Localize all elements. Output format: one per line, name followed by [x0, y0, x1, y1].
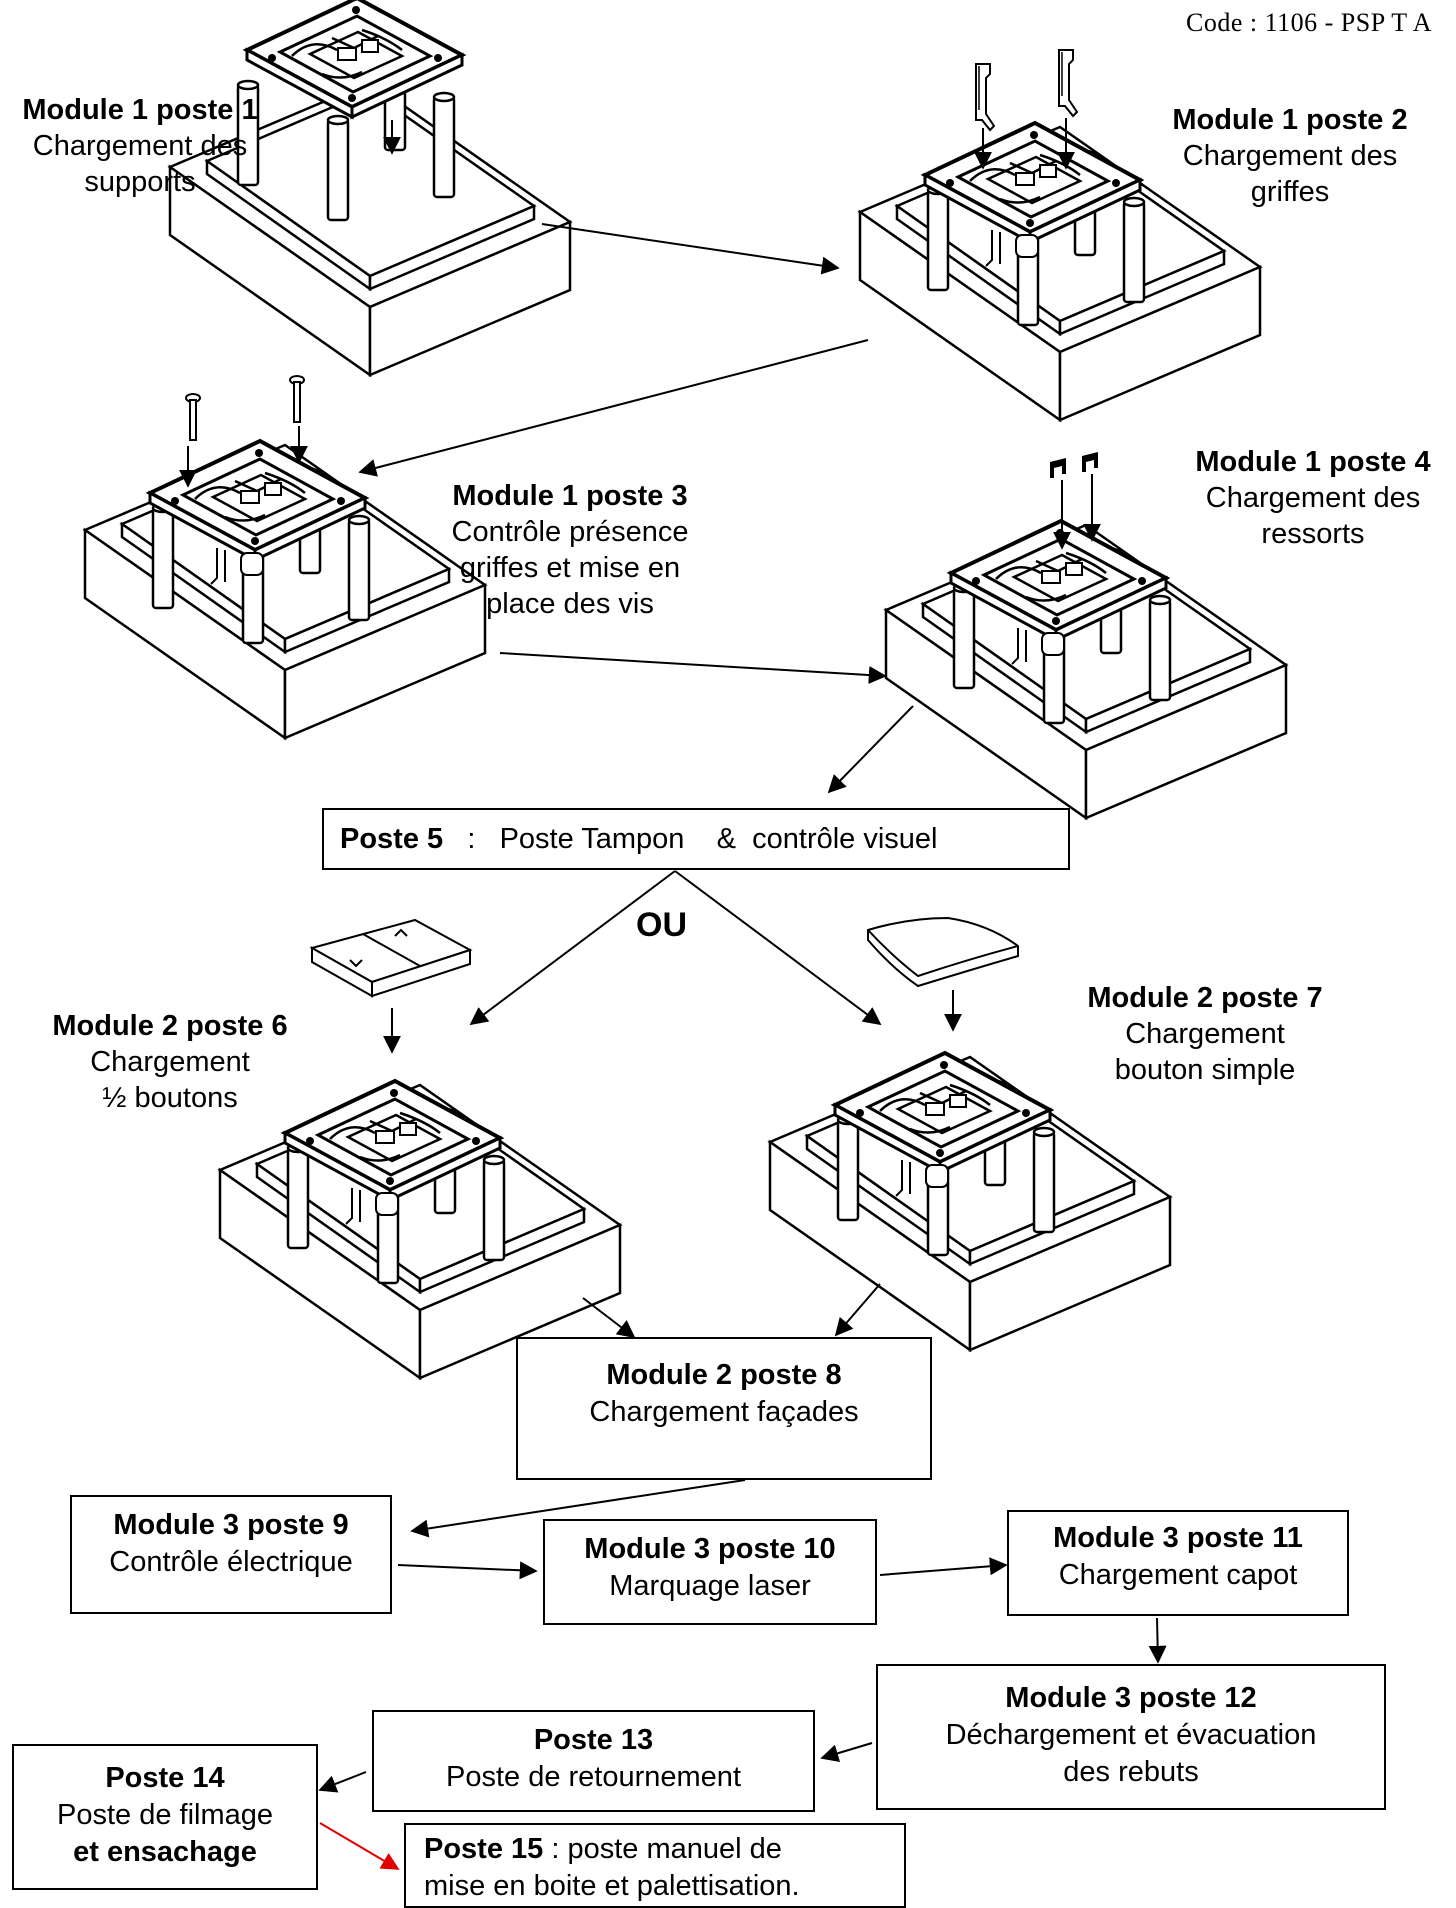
step-title: Module 3 poste 9 [72, 1507, 390, 1544]
step-line-bold: et ensachage [14, 1834, 316, 1871]
step-line: Chargement des [1140, 138, 1440, 174]
box-module2-poste8: Module 2 poste 8 Chargement façades [516, 1337, 932, 1480]
label-module1-poste4: Module 1 poste 4 Chargement des ressorts [1170, 444, 1456, 552]
step-line: Chargement des [0, 128, 280, 164]
arrow-p11-p12 [1157, 1618, 1158, 1662]
step-title: Module 3 poste 11 [1009, 1520, 1347, 1557]
step-line: Contrôle présence [420, 514, 720, 550]
step-line: Chargement façades [518, 1394, 930, 1431]
arrow-p14-p15 [320, 1823, 398, 1869]
step-line: Poste de retournement [374, 1759, 813, 1796]
step-line: ressorts [1170, 516, 1456, 552]
box-poste5: Poste 5 : Poste Tampon & contrôle visuel [322, 808, 1070, 870]
step-title: Poste 14 [14, 1760, 316, 1797]
step-line: Chargement [25, 1044, 315, 1080]
step-line: Chargement capot [1009, 1557, 1347, 1594]
step-line: Poste Tampon & contrôle visuel [500, 823, 938, 855]
arrow-p7-p8 [836, 1284, 880, 1335]
step-line: supports [0, 164, 280, 200]
arrow-p6-p8 [583, 1298, 634, 1337]
arrow-p4-p5 [829, 706, 913, 792]
arrow-p13-p14 [320, 1772, 366, 1790]
arrow-p12-p13 [822, 1743, 872, 1758]
step-line: ½ boutons [25, 1080, 315, 1116]
box-module3-poste9: Module 3 poste 9 Contrôle électrique [70, 1495, 392, 1614]
step-line: bouton simple [1060, 1052, 1350, 1088]
step-title: Poste 5 [340, 823, 443, 855]
document-code: Code : 1106 - PSP T A [1186, 8, 1432, 38]
box-poste15: Poste 15 : poste manuel de mise en boite… [404, 1823, 906, 1908]
arrow-p3-p4 [500, 653, 885, 676]
step-title: Module 3 poste 12 [878, 1680, 1384, 1717]
step-line: Marquage laser [545, 1568, 875, 1605]
step-line: Poste de filmage [14, 1797, 316, 1834]
label-module1-poste2: Module 1 poste 2 Chargement des griffes [1140, 102, 1440, 210]
step-title: Module 2 poste 8 [518, 1357, 930, 1394]
step-line: place des vis [420, 586, 720, 622]
step-title: Poste 15 [424, 1833, 543, 1865]
arrow-p9-p10 [398, 1565, 536, 1571]
arrow-p1-p2 [542, 224, 838, 268]
arrow-p2-p3 [360, 340, 868, 472]
label-module2-poste6: Module 2 poste 6 Chargement ½ boutons [25, 1008, 315, 1116]
step-title: Module 1 poste 2 [1140, 102, 1440, 138]
step-line: mise en boite et palettisation. [424, 1868, 904, 1905]
step-line: des rebuts [878, 1754, 1384, 1791]
step-line: Chargement des [1170, 480, 1456, 516]
step-title: Module 1 poste 1 [0, 92, 280, 128]
arrow-p5-p7 [675, 871, 880, 1024]
label-module1-poste1: Module 1 poste 1 Chargement des supports [0, 92, 280, 200]
step-title: Module 2 poste 7 [1060, 980, 1350, 1016]
step-line: Déchargement et évacuation [878, 1717, 1384, 1754]
step-line: : poste manuel de [543, 1833, 782, 1865]
box-module3-poste11: Module 3 poste 11 Chargement capot [1007, 1510, 1349, 1616]
step-line: griffes et mise en [420, 550, 720, 586]
or-label: OU [636, 906, 687, 945]
label-module1-poste3: Module 1 poste 3 Contrôle présence griff… [420, 478, 720, 622]
step-title: Module 2 poste 6 [25, 1008, 315, 1044]
arrow-p5-p6 [471, 871, 675, 1024]
step-title: Module 1 poste 4 [1170, 444, 1456, 480]
label-module2-poste7: Module 2 poste 7 Chargement bouton simpl… [1060, 980, 1350, 1088]
step-line: Contrôle électrique [72, 1544, 390, 1581]
box-module3-poste12: Module 3 poste 12 Déchargement et évacua… [876, 1664, 1386, 1810]
step-line: Chargement [1060, 1016, 1350, 1052]
box-poste13: Poste 13 Poste de retournement [372, 1710, 815, 1812]
illustration-module2-poste6 [220, 920, 620, 1378]
box-module3-poste10: Module 3 poste 10 Marquage laser [543, 1519, 877, 1625]
box-poste14: Poste 14 Poste de filmage et ensachage [12, 1744, 318, 1890]
step-title: Module 3 poste 10 [545, 1531, 875, 1568]
separator: : [443, 823, 499, 855]
step-title: Module 1 poste 3 [420, 478, 720, 514]
arrow-p10-p11 [880, 1565, 1006, 1575]
step-line: griffes [1140, 174, 1440, 210]
step-title: Poste 13 [374, 1722, 813, 1759]
